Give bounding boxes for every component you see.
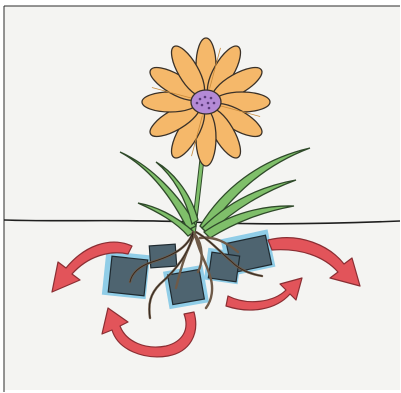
block (208, 252, 239, 282)
center-dot (199, 98, 202, 101)
center-dot (196, 102, 199, 105)
center-dot (204, 96, 207, 99)
center-dot (201, 104, 204, 107)
block (108, 256, 148, 296)
block (149, 244, 176, 268)
center-dot (210, 97, 213, 100)
center-dot (207, 102, 210, 105)
center-dot (208, 107, 211, 110)
center-dot (213, 102, 216, 105)
flower-center (191, 90, 221, 114)
block (168, 269, 205, 304)
